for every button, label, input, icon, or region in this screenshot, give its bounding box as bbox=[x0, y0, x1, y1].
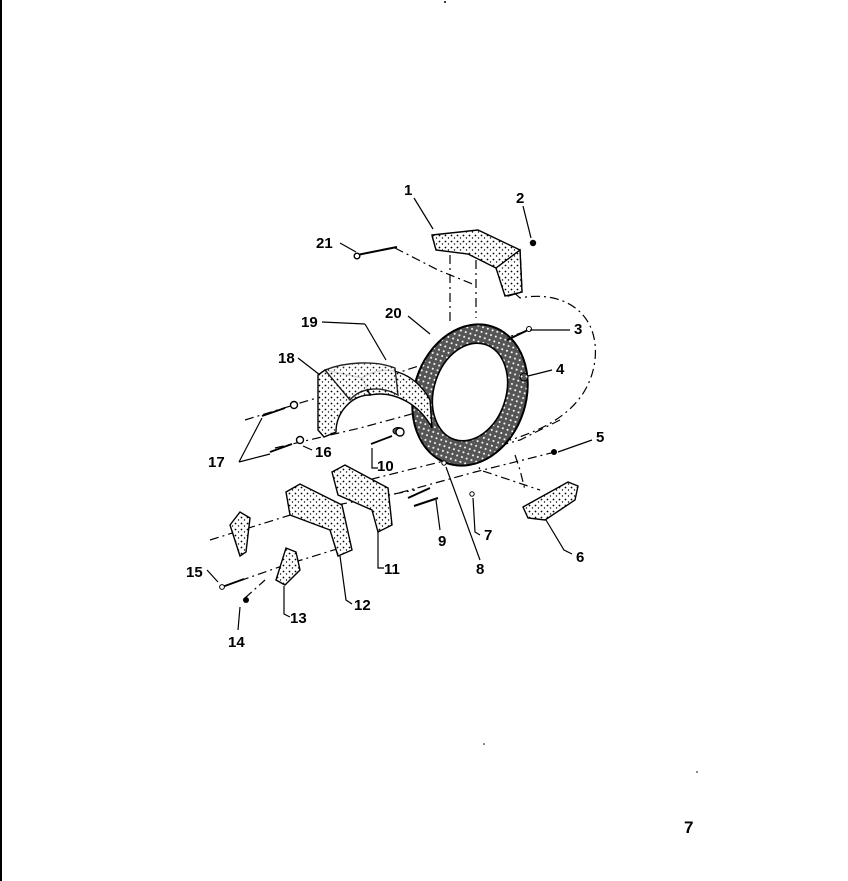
callout-5: 5 bbox=[596, 429, 604, 446]
part-21-bolt bbox=[353, 246, 398, 260]
part-17-screws bbox=[261, 407, 293, 453]
callout-20: 20 bbox=[385, 305, 402, 322]
page-edge-rule bbox=[0, 0, 2, 881]
brake-pad-upper bbox=[229, 511, 251, 558]
callout-16: 16 bbox=[315, 444, 332, 461]
part-2-nut bbox=[529, 239, 537, 247]
part-14-nut bbox=[243, 597, 249, 603]
callout-8: 8 bbox=[476, 561, 484, 578]
part-3-bolt bbox=[506, 326, 532, 341]
callout-18: 18 bbox=[278, 350, 295, 367]
callout-14: 14 bbox=[228, 634, 245, 651]
callout-10: 10 bbox=[377, 458, 394, 475]
callout-15: 15 bbox=[186, 564, 203, 581]
part-13-pad bbox=[275, 547, 301, 586]
callout-1: 1 bbox=[404, 182, 412, 199]
part-20-ring bbox=[411, 323, 529, 467]
callout-3: 3 bbox=[574, 321, 582, 338]
assembly-lines bbox=[209, 247, 596, 599]
part-7-pin bbox=[469, 491, 475, 497]
part-1-upper-bracket bbox=[431, 229, 523, 297]
part-16-washers bbox=[289, 400, 305, 445]
callout-21: 21 bbox=[316, 235, 333, 252]
callout-17: 17 bbox=[208, 454, 225, 471]
part-9-bolts bbox=[407, 487, 439, 507]
callout-19: 19 bbox=[301, 314, 318, 331]
part-8-pin bbox=[441, 460, 447, 466]
part-18-housing bbox=[317, 362, 399, 438]
callout-12: 12 bbox=[354, 597, 371, 614]
page-number: 7 bbox=[684, 818, 694, 837]
callout-2: 2 bbox=[516, 190, 524, 207]
callout-13: 13 bbox=[290, 610, 307, 627]
part-6-lower-bracket bbox=[522, 481, 579, 521]
part-10-bolt-washer bbox=[370, 427, 405, 445]
callout-4: 4 bbox=[556, 361, 565, 378]
leader-lines bbox=[206, 197, 593, 631]
callout-7: 7 bbox=[484, 527, 492, 544]
callout-numbers: 1 2 21 20 19 18 3 4 5 6 7 8 9 10 11 12 1… bbox=[186, 182, 604, 651]
part-4-nut bbox=[519, 372, 529, 382]
part-5-nut bbox=[551, 449, 557, 455]
part-12-caliper-housing bbox=[285, 483, 353, 557]
callout-9: 9 bbox=[438, 533, 446, 550]
callout-11: 11 bbox=[384, 561, 400, 578]
part-11-caliper-half bbox=[331, 464, 393, 534]
part-15-screw bbox=[219, 578, 245, 590]
callout-6: 6 bbox=[576, 549, 584, 566]
scan-specks bbox=[444, 1, 698, 773]
